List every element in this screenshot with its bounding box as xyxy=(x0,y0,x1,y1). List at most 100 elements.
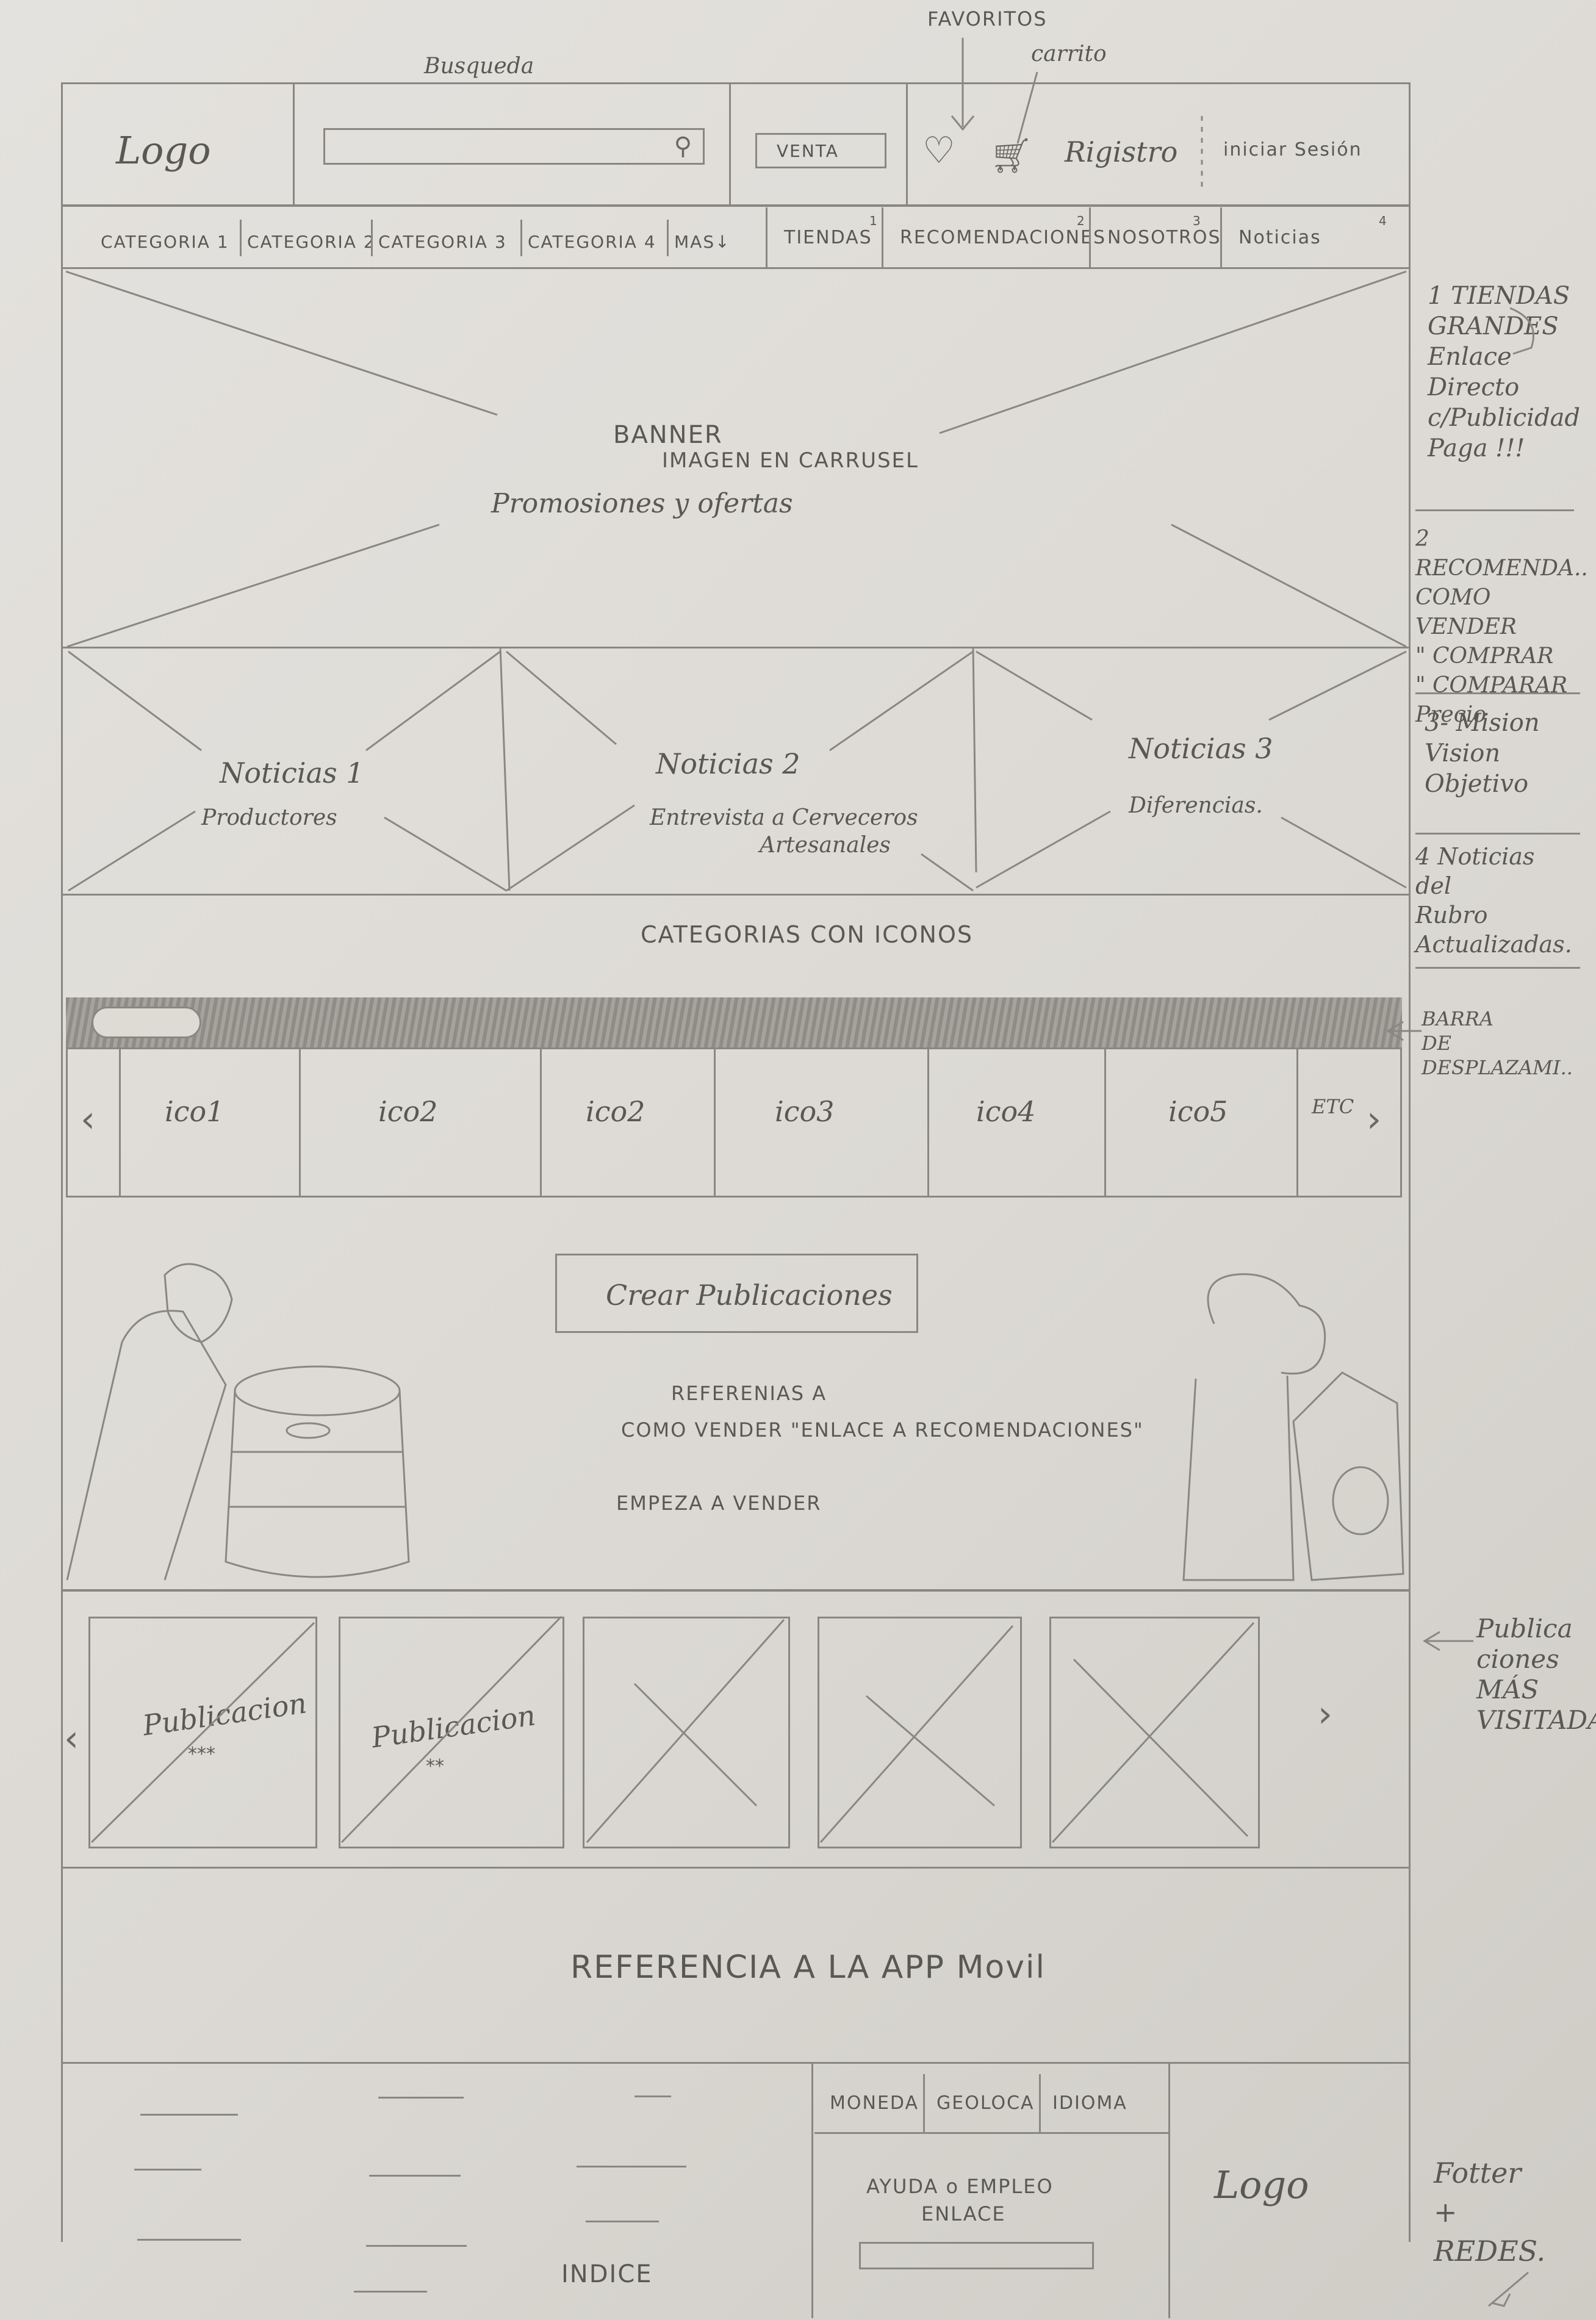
publication-card-3[interactable] xyxy=(583,1617,790,1848)
note-line: Paga !!! xyxy=(1428,434,1525,462)
news-title-2[interactable]: Noticias 2 xyxy=(656,747,800,780)
note-line: 4 Noticias xyxy=(1415,843,1535,870)
note-recomendaciones: 2 RECOMENDA..COMO VENDER" COMPRAR" COMPA… xyxy=(1415,525,1596,730)
scrollbar-thumb[interactable] xyxy=(92,1007,201,1038)
footer-tab-geoloca[interactable]: GEOLOCA xyxy=(936,2092,1035,2114)
note-line: Directo xyxy=(1428,373,1520,401)
nav-section-number: 4 xyxy=(1379,214,1387,228)
cart-icon[interactable]: 🛒︎ xyxy=(990,136,1033,176)
news-subtitle-2b: Artesanales xyxy=(760,833,891,858)
note-line: del xyxy=(1415,872,1451,899)
carousel-next-icon[interactable]: › xyxy=(1367,1098,1381,1141)
news-title-1[interactable]: Noticias 1 xyxy=(220,756,364,789)
footer-link[interactable] xyxy=(378,2097,464,2099)
footer-link[interactable] xyxy=(577,2166,686,2167)
category-icon-1[interactable]: ico1 xyxy=(165,1095,225,1128)
nav-category-divider xyxy=(240,220,242,256)
note-line: 1 TIENDAS xyxy=(1428,282,1570,310)
create-publications-button[interactable]: Crear Publicaciones xyxy=(555,1254,918,1333)
footer-link[interactable] xyxy=(634,2096,671,2097)
note-line: + xyxy=(1434,2196,1458,2228)
nav-section-nosotros[interactable]: NOSOTROS xyxy=(1107,227,1221,248)
nav-category-divider xyxy=(520,220,522,256)
header-logo[interactable]: Logo xyxy=(116,128,211,173)
category-icon-6[interactable]: ico5 xyxy=(1168,1095,1228,1128)
news-title-3[interactable]: Noticias 3 xyxy=(1129,732,1273,765)
note-line: Rubro xyxy=(1415,902,1488,928)
footer-link[interactable] xyxy=(366,2245,467,2247)
nav-category-3[interactable]: CATEGORIA 3 xyxy=(378,232,507,252)
category-icon-4[interactable]: ico3 xyxy=(775,1095,835,1128)
footer-help[interactable]: AYUDA o EMPLEO xyxy=(866,2175,1054,2198)
note-line: " COMPRAR xyxy=(1415,644,1554,669)
nav-category-4[interactable]: CATEGORIA 4 xyxy=(528,232,656,252)
footer-help-link[interactable]: ENLACE xyxy=(921,2202,1006,2225)
registro-link[interactable]: Rigistro xyxy=(1065,135,1178,168)
create-ref-2[interactable]: COMO VENDER "ENLACE A RECOMENDACIONES" xyxy=(621,1418,1144,1442)
nav-category-1[interactable]: CATEGORIA 1 xyxy=(101,232,229,252)
footer-link[interactable] xyxy=(354,2291,427,2293)
nav-category-2[interactable]: CATEGORIA 2 xyxy=(247,232,376,252)
nav-category-divider xyxy=(371,220,373,256)
footer-logo[interactable]: Logo xyxy=(1214,2163,1309,2207)
publication-card-2[interactable]: Publicacion** xyxy=(339,1617,564,1848)
note-line: VISITADAS. xyxy=(1476,1705,1596,1735)
note-line: 2 RECOMENDA.. xyxy=(1415,526,1588,581)
note-publicaciones: PublicacionesMÁSVISITADAS. xyxy=(1476,1614,1596,1736)
banner-subtitle: IMAGEN EN CARRUSEL xyxy=(662,448,919,473)
scrollbar-track[interactable] xyxy=(66,997,1402,1047)
publications-next-icon[interactable]: › xyxy=(1318,1693,1332,1736)
nav-section-number: 2 xyxy=(1077,214,1085,228)
publication-card-1[interactable]: Publicacion*** xyxy=(88,1617,317,1848)
iniciar-sesion-link[interactable]: iniciar Sesión xyxy=(1223,139,1362,160)
footer-input[interactable] xyxy=(859,2242,1094,2269)
publication-card-5[interactable] xyxy=(1049,1617,1260,1848)
nav-category-5[interactable]: MAS↓ xyxy=(674,232,731,252)
footer-tabs-bottom xyxy=(814,2132,1168,2134)
footer-tab-moneda[interactable]: MONEDA xyxy=(830,2092,919,2114)
publication-card-4[interactable] xyxy=(818,1617,1022,1848)
nav-bottom xyxy=(61,267,1411,269)
nav-section-tiendas[interactable]: TIENDAS xyxy=(784,227,872,248)
publications-prev-icon[interactable]: ‹ xyxy=(64,1717,79,1760)
footer-link[interactable] xyxy=(369,2175,461,2177)
banner-promo-text: Promosiones y ofertas xyxy=(491,488,793,519)
category-icon-2[interactable]: ico2 xyxy=(378,1095,438,1128)
carousel-prev-icon[interactable]: ‹ xyxy=(81,1098,95,1141)
footer-divider-1 xyxy=(811,2062,813,2318)
footer-link[interactable] xyxy=(140,2114,238,2116)
footer-tab-divider xyxy=(1039,2074,1041,2132)
footer-link[interactable] xyxy=(134,2169,201,2171)
note-line: ciones xyxy=(1476,1644,1559,1674)
icon-cell-divider xyxy=(714,1047,716,1198)
note-rule-4 xyxy=(1415,967,1580,969)
footer-link[interactable] xyxy=(586,2221,659,2222)
icon-cell-divider xyxy=(927,1047,929,1198)
note-line: REDES. xyxy=(1434,2235,1546,2268)
search-icon[interactable]: ⚲ xyxy=(674,132,692,160)
category-icon-3[interactable]: ico2 xyxy=(586,1095,645,1128)
venta-button[interactable]: VENTA xyxy=(755,133,886,168)
footer-divider-2 xyxy=(1168,2062,1170,2318)
footer-link[interactable] xyxy=(137,2239,241,2241)
nav-section-noticias[interactable]: Noticias xyxy=(1238,227,1321,248)
search-divider xyxy=(729,82,731,204)
app-reference[interactable]: REFERENCIA A LA APP Movil xyxy=(570,1949,1046,1986)
create-ref-1: REFERENIAS A xyxy=(671,1382,827,1405)
favorites-heart-icon[interactable]: ♡ xyxy=(922,129,955,172)
nav-section-recomendaciones[interactable]: RECOMENDACIONES xyxy=(900,227,1107,248)
nav-section-divider xyxy=(882,207,883,267)
create-ref-3[interactable]: EMPEZA A VENDER xyxy=(616,1492,822,1515)
note-line: 3- Mision xyxy=(1425,709,1540,737)
logo-divider xyxy=(293,82,295,204)
icon-cell-divider xyxy=(1296,1047,1298,1198)
search-input[interactable]: ⚲ xyxy=(323,128,705,165)
footer-tab-idioma[interactable]: IDIOMA xyxy=(1052,2092,1127,2114)
news-subtitle-2: Entrevista a Cerveceros xyxy=(650,805,918,830)
nav-section-number: 1 xyxy=(869,214,877,228)
category-icon-5[interactable]: ico4 xyxy=(976,1095,1036,1128)
publication-label: Publicacion xyxy=(369,1698,537,1754)
categories-title: CATEGORIAS CON ICONOS xyxy=(641,921,974,948)
category-icon-7[interactable]: ETC xyxy=(1312,1095,1354,1118)
